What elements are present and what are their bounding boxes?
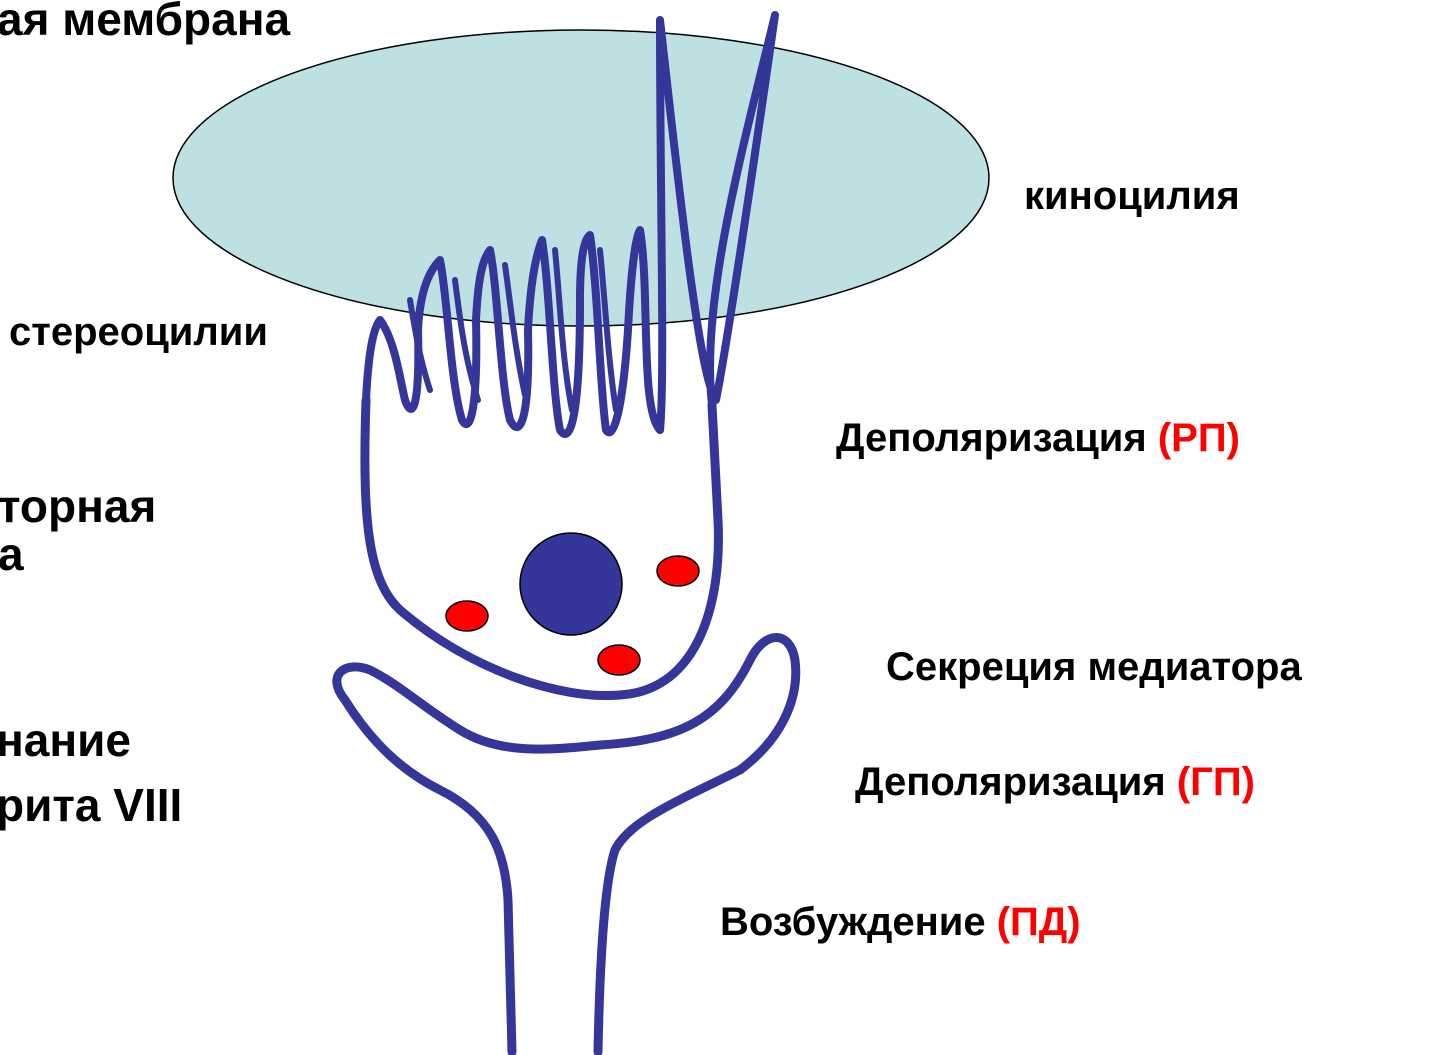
vesicle xyxy=(598,645,640,675)
depolarization-rp-text: Деполяризация xyxy=(836,416,1158,460)
nerve-ending xyxy=(337,638,796,1053)
gp-tag: (ГП) xyxy=(1177,760,1255,804)
nerve-ending-label-line1: нание xyxy=(0,717,131,763)
nerve-ending-label-line2: рита VIII xyxy=(0,782,182,828)
depolarization-gp-text: Деполяризация xyxy=(855,760,1177,804)
receptor-label-line2: а xyxy=(0,531,24,577)
nucleus xyxy=(520,533,622,635)
excitation-label: Возбуждение (ПД) xyxy=(720,902,1081,942)
receptor-label-line1: торная xyxy=(0,483,156,529)
membrane-label: ая мембрана xyxy=(0,0,290,42)
pd-tag: (ПД) xyxy=(997,900,1081,944)
vesicle xyxy=(657,556,699,586)
secretion-label: Секреция медиатора xyxy=(886,647,1302,687)
vesicle xyxy=(446,601,488,631)
kinocilium-label: киноцилия xyxy=(1024,176,1240,216)
depolarization-gp-label: Деполяризация (ГП) xyxy=(855,762,1255,802)
stereocilia-label: стереоцилии xyxy=(9,312,268,352)
rp-tag: (РП) xyxy=(1158,416,1240,460)
excitation-text: Возбуждение xyxy=(720,900,997,944)
depolarization-rp-label: Деполяризация (РП) xyxy=(836,418,1240,458)
